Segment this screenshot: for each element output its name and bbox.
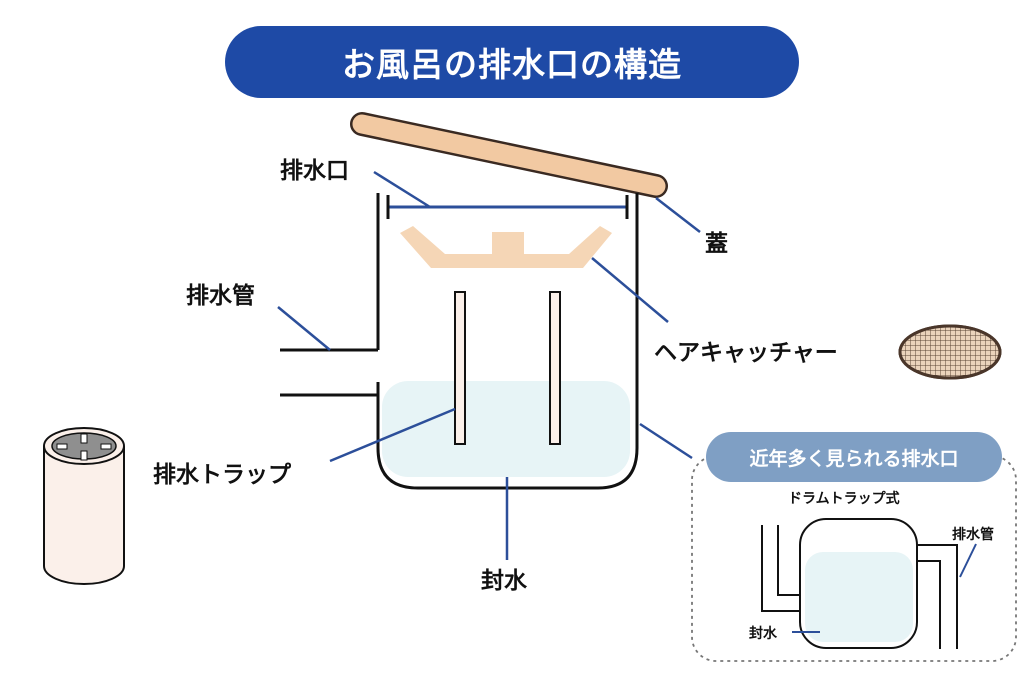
drum-trap-outlet-outer: [917, 544, 958, 649]
water-seal: [382, 381, 630, 477]
drain-trap-plate-right: [549, 291, 561, 445]
drum-trap-water: [805, 552, 913, 642]
label-drain-trap: 排水トラップ: [153, 462, 292, 488]
leader-lid: [655, 197, 701, 233]
inset-trap-type: ドラムトラップ式: [788, 490, 900, 507]
label-water-seal: 封水: [481, 568, 528, 594]
lid-fill: [352, 114, 666, 196]
hair-catcher-mesh-rim: [898, 324, 1002, 380]
leader-hair-catcher: [591, 257, 669, 323]
leader-drain-pipe: [277, 306, 331, 351]
drum-trap-inlet-inner: [777, 525, 800, 596]
drum-trap-body: [799, 518, 918, 649]
drum-trap-inlet-outer: [761, 525, 800, 612]
leader-inset: [639, 422, 693, 460]
leader-drain-port: [373, 170, 431, 209]
hair-catcher: [400, 226, 612, 268]
label-hair-catcher: ヘアキャッチャー: [654, 340, 838, 366]
inset-label-drain-pipe: 排水管: [952, 526, 994, 543]
label-drain-pipe: 排水管: [186, 282, 255, 309]
drain-trap-cylinder-tabs: [56, 433, 112, 461]
page-title: お風呂の排水口の構造: [225, 26, 799, 98]
label-drain-port: 排水口: [280, 158, 349, 184]
label-lid: 蓋: [705, 231, 728, 257]
drum-trap-outlet-inner: [917, 560, 941, 649]
drain-trap-plate-left: [454, 291, 466, 445]
drain-trap-cylinder: [43, 446, 125, 585]
inset-heading: 近年多く見られる排水口: [706, 432, 1002, 482]
leader-drain-trap: [329, 407, 456, 463]
leader-inset-drain-pipe: [959, 543, 977, 578]
inset-panel: [691, 455, 1017, 662]
hair-catcher-mesh: [901, 327, 999, 377]
inset-label-water-seal: 封水: [749, 625, 778, 642]
